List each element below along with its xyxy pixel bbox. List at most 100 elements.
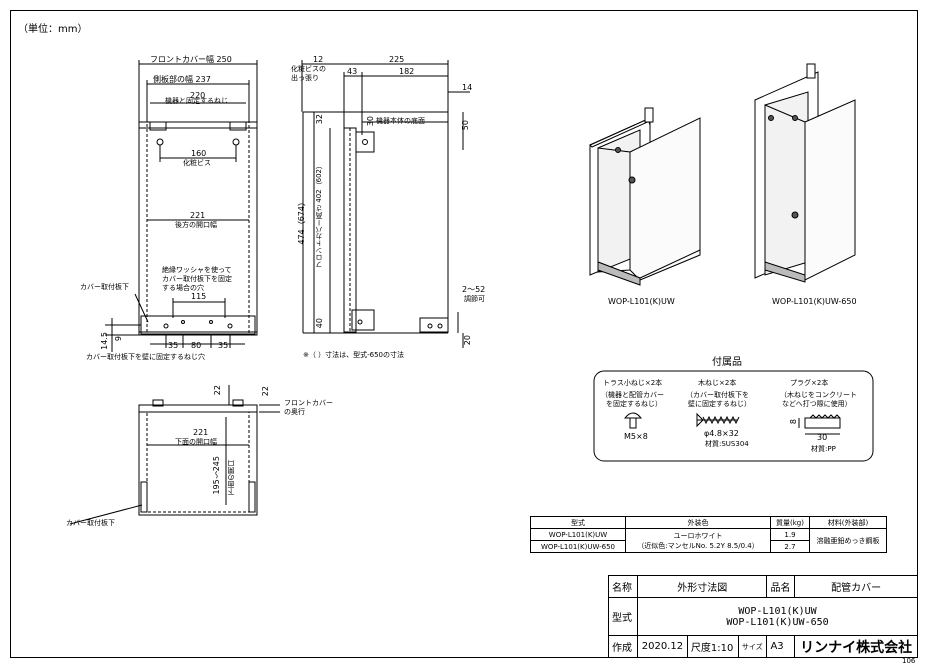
front-depth-2: の奥行 — [284, 408, 305, 416]
accessory-drawings — [623, 412, 841, 435]
product-left-drawing — [589, 107, 701, 286]
drawing-code: 106 — [902, 657, 916, 665]
product-right-name: WOP-L101(K)UW-650 — [772, 297, 857, 306]
screw-label: 機器と固定するねじ — [165, 97, 228, 105]
tb-date: 2020.12 — [637, 635, 688, 658]
decor-protrude-1: 化粧ビスの — [291, 65, 326, 73]
adjust-label: 調節可 — [464, 295, 485, 303]
dim-14: 14 — [462, 83, 473, 92]
side-view-drawing — [301, 60, 470, 348]
depth-range: 195〜245 — [212, 456, 221, 495]
plate-label-front: カバー取付板下 — [80, 283, 129, 291]
dim-220: 220 — [190, 91, 206, 100]
hole-label: カバー取付板下を壁に固定するねじ穴 — [86, 353, 205, 361]
tb-model-label: 型式 — [608, 597, 638, 636]
spec-header-mass: 質量(kg) — [770, 516, 810, 529]
tb-scale: 1:10 — [710, 643, 734, 654]
dim-43: 43 — [347, 67, 358, 76]
cover-width-label: フロントカバー幅 250 — [150, 55, 232, 64]
spec-row-model: WOP-L101(K)UW-650 — [530, 540, 626, 553]
dim-32: 32 — [315, 114, 324, 125]
acc-1-desc2: 壁に固定するねじ） — [688, 400, 751, 408]
dim-14-5: 14.5 — [100, 332, 109, 350]
tb-part-value: 配管カバー — [794, 575, 918, 598]
tb-model-2: WOP-L101(K)UW-650 — [726, 616, 829, 628]
acc-1-name: 木ねじ×2本 — [698, 379, 737, 387]
dim-80: 80 — [191, 341, 202, 350]
washer-note-2: カバー取付板下を固定 — [162, 275, 232, 283]
unit-label: （単位：mm） — [18, 24, 88, 35]
bottom-view-drawing — [69, 385, 280, 525]
dimension-note: ※（ ）寸法は、型式-650の寸法 — [303, 351, 404, 359]
dim-20: 20 — [463, 335, 472, 346]
dim-35b: 35 — [218, 341, 229, 350]
decor-screw-label: 化粧ビス — [183, 159, 211, 167]
tb-scale-label: 尺度 — [690, 643, 711, 654]
accessory-panel-border — [593, 370, 874, 462]
spec-row-mass: 1.9 — [770, 528, 810, 541]
product-left-name: WOP-L101(K)UW — [608, 297, 675, 306]
acc-0-desc1: （機器と配管カバー — [601, 391, 664, 399]
washer-note-3: する場合の穴 — [162, 284, 204, 292]
accessories-title: 付属品 — [712, 357, 742, 368]
depth-label: 下面の開口 — [227, 460, 235, 495]
washer-note-1: 絶縁ワッシャを使って — [162, 266, 232, 274]
front-view-drawing — [105, 60, 258, 352]
spec-header-color: 外装色 — [625, 516, 771, 529]
dim-30: 30 — [366, 116, 375, 127]
acc-0-name: トラス小ねじ×2本 — [603, 379, 663, 387]
acc-2-size: 30 — [817, 433, 828, 442]
acc-0-desc2: を固定するねじ） — [606, 400, 662, 408]
acc-1-desc1: （カバー取付板下を — [686, 391, 749, 399]
dim-9: 9 — [114, 336, 123, 342]
dim-115: 115 — [191, 292, 207, 301]
dim-35a: 35 — [168, 341, 179, 350]
dim-22a: 22 — [213, 385, 222, 396]
acc-2-dim8: 8 — [789, 419, 798, 425]
spec-row-model: WOP-L101(K)UW — [530, 528, 626, 541]
acc-2-name: プラグ×2本 — [790, 379, 829, 387]
front-depth-1: フロントカバー — [284, 399, 333, 407]
dim-182: 182 — [399, 67, 415, 76]
acc-0-size: M5×8 — [624, 432, 648, 441]
tb-size-label: サイズ — [737, 635, 768, 658]
dim-221: 221 — [190, 211, 206, 220]
bottom-label: 機器本体の底面 — [376, 117, 425, 125]
dim-22b: 22 — [261, 386, 270, 397]
tb-made-label: 作成 — [608, 635, 638, 658]
dim-12: 12 — [313, 55, 324, 64]
dim-50: 50 — [461, 120, 470, 131]
drawing-sheet — [10, 10, 918, 658]
tb-scale-cell: 尺度1:10 — [686, 635, 739, 658]
height-label: 474（674） — [297, 198, 306, 245]
acc-2-material: 材質:PP — [811, 445, 836, 453]
adjust-range: 2〜52 — [462, 285, 486, 294]
spec-header-model: 型式 — [530, 516, 626, 529]
dim-225: 225 — [389, 55, 405, 64]
spec-header-material: 材料(外装部) — [809, 516, 887, 529]
spec-color-2: （近似色:マンセルNo. 5.2Y 8.5/0.4） — [637, 541, 759, 550]
spec-color-cell: ユーロホワイト（近似色:マンセルNo. 5.2Y 8.5/0.4） — [625, 528, 771, 553]
tb-name-value: 外形寸法図 — [636, 575, 768, 598]
dim-40: 40 — [315, 318, 324, 329]
spec-table: 型式 外装色 質量(kg) 材料(外装部) WOP-L101(K)UW ユーロホ… — [530, 516, 887, 553]
acc-2-desc1: （木ねじをコンクリート — [780, 391, 857, 399]
tb-company: リンナイ株式会社 — [794, 635, 918, 658]
plate-label-bottom: カバー取付板下 — [66, 519, 115, 527]
tb-name-label: 名称 — [608, 575, 638, 598]
tb-size: A3 — [766, 635, 796, 658]
tb-part-label: 品名 — [766, 575, 796, 598]
bottom-opening-label: 下面の開口幅 — [175, 438, 217, 446]
bottom-dim-221: 221 — [193, 428, 209, 437]
spec-row-mass: 2.7 — [770, 540, 810, 553]
side-width-label: 側板部の幅 237 — [153, 75, 211, 84]
product-right-drawing — [754, 63, 856, 283]
tb-model-1: WOP-L101(K)UW — [738, 605, 817, 617]
dim-160: 160 — [191, 149, 207, 158]
acc-1-size: φ4.8×32 — [704, 429, 739, 438]
decor-protrude-2: 出っ張り — [291, 74, 319, 82]
rear-opening-label: 後方の開口幅 — [175, 221, 217, 229]
